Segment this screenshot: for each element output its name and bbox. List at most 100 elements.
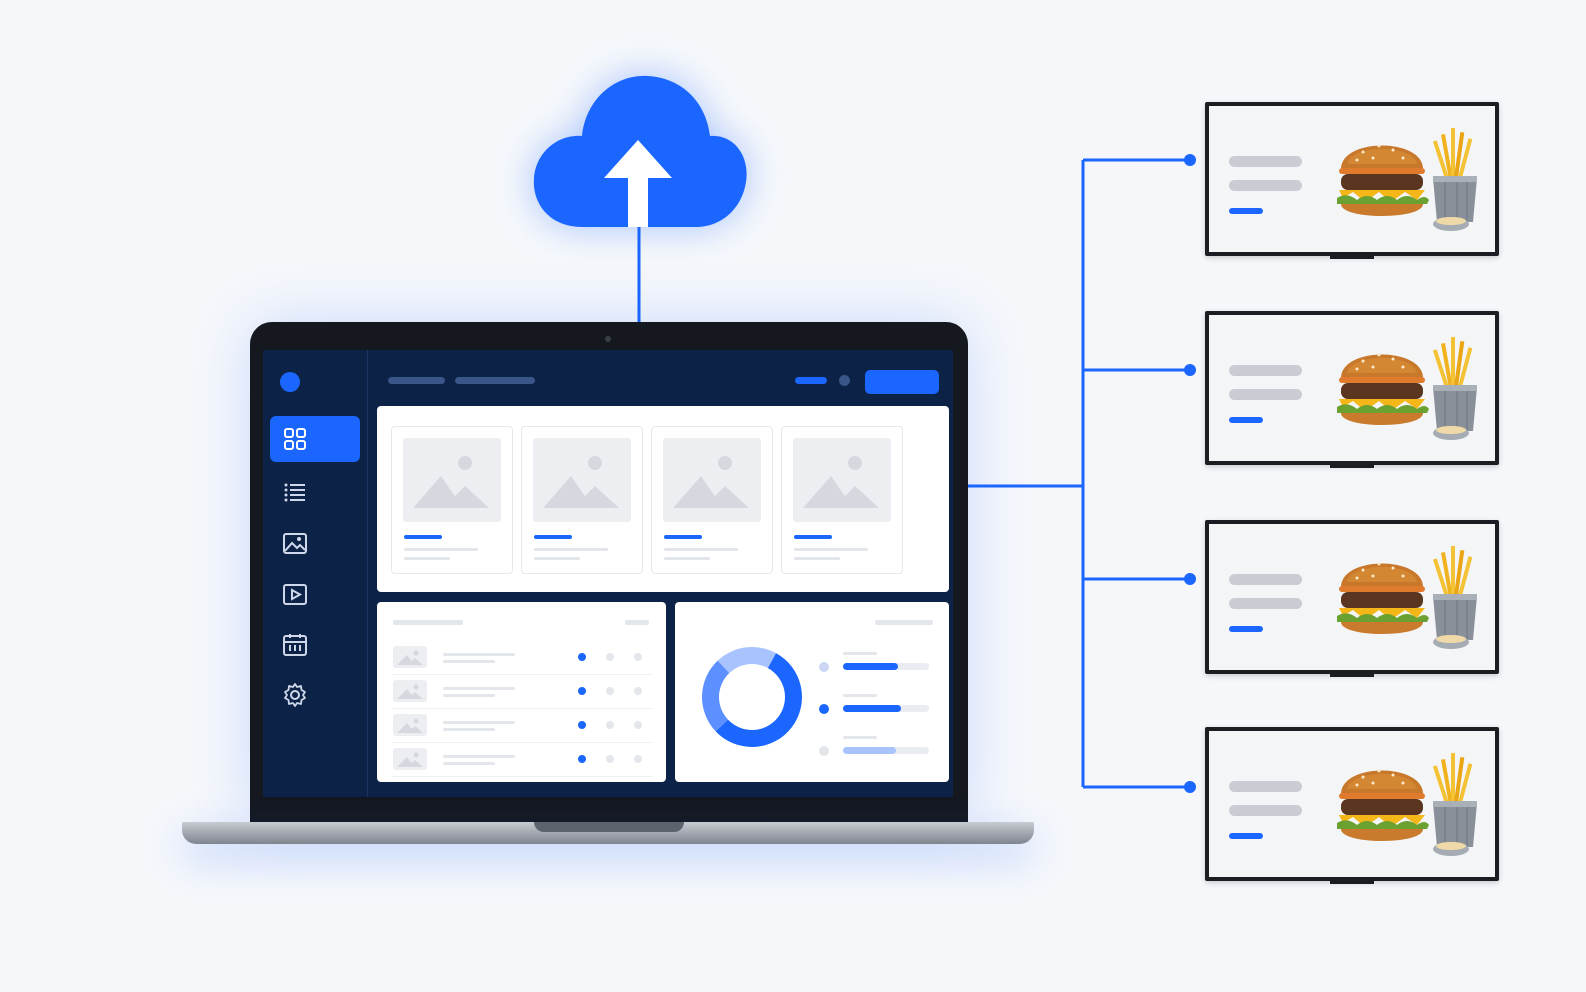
status-dot xyxy=(606,755,614,763)
fries-icon xyxy=(1432,128,1477,222)
primary-action-button[interactable] xyxy=(865,370,939,394)
panel-title-bar xyxy=(393,620,463,625)
card-title-bar xyxy=(664,535,702,539)
branch-node-2 xyxy=(1184,364,1196,376)
status-dot-active xyxy=(578,687,586,695)
menu-display-screen xyxy=(1205,520,1499,674)
status-pill xyxy=(795,377,827,384)
display-stand xyxy=(1330,881,1374,884)
status-dot xyxy=(634,755,642,763)
sidebar-item-videos[interactable] xyxy=(270,572,360,618)
list-item[interactable] xyxy=(391,674,653,709)
media-card[interactable] xyxy=(781,426,903,574)
menu-price-bar xyxy=(1229,833,1263,839)
status-dot xyxy=(634,653,642,661)
status-dot-active xyxy=(578,755,586,763)
playlist-icon xyxy=(284,483,305,502)
display-stand xyxy=(1330,674,1374,677)
breadcrumb-placeholder xyxy=(455,377,535,384)
panel-action-bar xyxy=(625,620,649,625)
media-card[interactable] xyxy=(391,426,513,574)
display-stand xyxy=(1330,256,1374,259)
video-icon xyxy=(283,584,307,605)
row-meta-bar xyxy=(443,728,495,731)
media-card[interactable] xyxy=(521,426,643,574)
legend-fill-bar xyxy=(843,663,899,670)
burger-and-fries-image xyxy=(1337,753,1477,856)
playlist-panel xyxy=(377,602,666,782)
menu-display-screen xyxy=(1205,102,1499,256)
fries-icon xyxy=(1432,546,1477,640)
sidebar-item-schedule[interactable] xyxy=(270,622,360,668)
sauce-cup-icon xyxy=(1433,217,1469,231)
avatar[interactable] xyxy=(839,375,850,386)
sidebar-item-settings[interactable] xyxy=(270,672,360,718)
card-meta-bar xyxy=(794,548,868,551)
burger-icon xyxy=(1337,144,1429,216)
list-item[interactable] xyxy=(391,640,653,675)
burger-icon xyxy=(1337,353,1429,425)
gear-icon xyxy=(284,683,306,707)
list-item[interactable] xyxy=(391,742,653,777)
burger-and-fries-image xyxy=(1337,337,1477,440)
legend-item xyxy=(819,652,933,680)
legend-label-bar xyxy=(843,736,877,739)
sidebar-item-dashboard[interactable] xyxy=(270,416,360,462)
sauce-cup-icon xyxy=(1433,426,1469,440)
stats-panel xyxy=(675,602,949,782)
sidebar-item-playlist[interactable] xyxy=(270,470,360,516)
legend-label-bar xyxy=(843,652,877,655)
display-content xyxy=(1209,524,1495,670)
branch-node-4 xyxy=(1184,781,1196,793)
sidebar xyxy=(263,350,368,797)
image-placeholder-icon xyxy=(393,748,427,770)
legend-label-bar xyxy=(843,694,877,697)
legend-fill-bar xyxy=(843,705,901,712)
display-content xyxy=(1209,315,1495,461)
legend-dot xyxy=(819,662,829,672)
status-dot xyxy=(634,721,642,729)
burger-icon xyxy=(1337,562,1429,634)
list-item[interactable] xyxy=(391,708,653,743)
donut-segment xyxy=(715,653,802,747)
row-meta-bar xyxy=(443,660,495,663)
sidebar-item-images[interactable] xyxy=(270,521,360,567)
media-card[interactable] xyxy=(651,426,773,574)
card-meta-bar xyxy=(404,548,478,551)
donut-segment xyxy=(717,647,776,674)
laptop-notch xyxy=(534,822,684,832)
branch-node-1 xyxy=(1184,154,1196,166)
legend-dot xyxy=(819,704,829,714)
legend-track xyxy=(843,663,929,670)
legend-item xyxy=(819,736,933,764)
donut-chart xyxy=(702,647,802,747)
menu-subtitle-bar xyxy=(1229,805,1302,816)
row-title-bar xyxy=(443,653,515,656)
legend-item xyxy=(819,694,933,722)
branch-node-3 xyxy=(1184,573,1196,585)
image-placeholder-icon xyxy=(393,714,427,736)
image-placeholder-icon xyxy=(393,680,427,702)
card-title-bar xyxy=(794,535,832,539)
card-meta-bar xyxy=(534,548,608,551)
dashboard-icon xyxy=(284,428,306,450)
legend-fill-bar xyxy=(843,747,897,754)
menu-title-bar xyxy=(1229,156,1302,167)
status-dot-active xyxy=(578,721,586,729)
sauce-cup-icon xyxy=(1433,635,1469,649)
cloud-upload-icon xyxy=(533,75,747,227)
menu-display-screen xyxy=(1205,727,1499,881)
row-meta-bar xyxy=(443,762,495,765)
legend-track xyxy=(843,747,929,754)
display-content xyxy=(1209,731,1495,877)
status-dot xyxy=(606,653,614,661)
display-content xyxy=(1209,106,1495,252)
image-placeholder-icon xyxy=(403,438,501,522)
row-title-bar xyxy=(443,687,515,690)
fries-icon xyxy=(1432,337,1477,431)
card-meta-bar xyxy=(664,557,710,560)
burger-icon xyxy=(1337,769,1429,841)
card-title-bar xyxy=(404,535,442,539)
image-placeholder-icon xyxy=(393,646,427,668)
